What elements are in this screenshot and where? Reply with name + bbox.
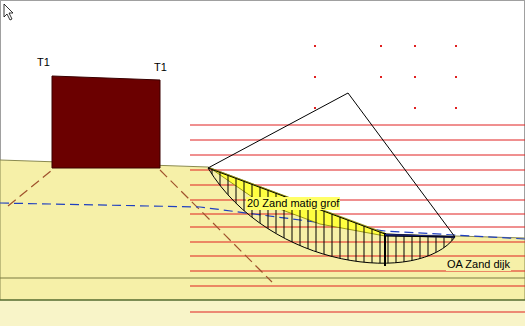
layer-boundary (0, 299, 525, 301)
load-label: T1 (153, 61, 168, 74)
slice-boundary (384, 233, 386, 266)
soil-layer-label: 20 Zand matig grof (246, 197, 340, 210)
soil-layer-label: OA Zand dijk (446, 258, 511, 271)
building-load (52, 76, 160, 168)
slip-circle-radius (208, 93, 455, 237)
load-label: T1 (36, 56, 51, 69)
grid-lines (190, 125, 525, 312)
ground-layer (0, 160, 525, 326)
lower-layer (0, 300, 525, 326)
slip-slices (208, 168, 455, 263)
layer-boundary (0, 278, 525, 279)
mouse-cursor (4, 4, 13, 20)
